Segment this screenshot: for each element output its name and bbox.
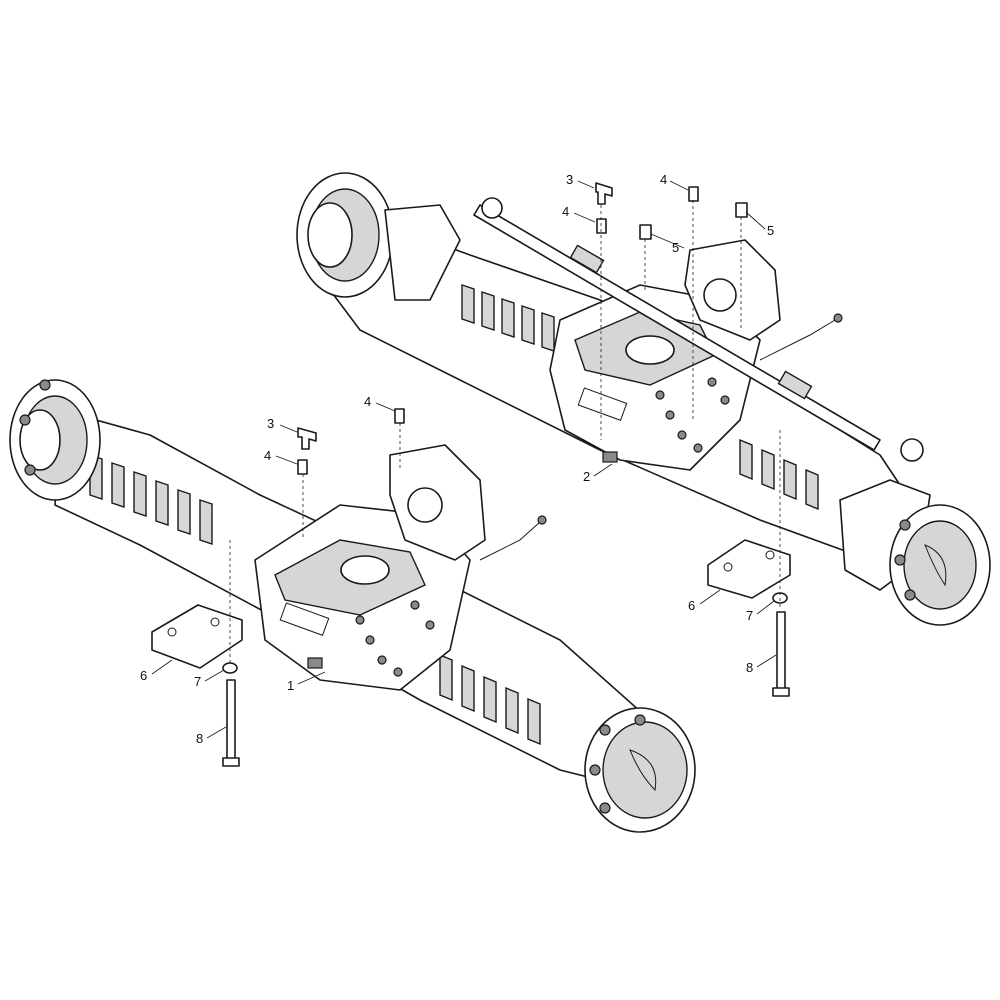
callout-7-front: 7 [746, 608, 753, 623]
bolt-front [776, 611, 786, 691]
front-tie-rod [473, 197, 924, 462]
callout-4-rear-a: 4 [264, 448, 271, 463]
callout-5-front-a: 5 [672, 240, 679, 255]
callout-5-front-b: 5 [767, 223, 774, 238]
tee-fitting-front [595, 182, 613, 205]
front-sensor-plug [833, 313, 843, 323]
callout-numbers: 1 2 3 4 4 5 5 6 7 8 3 4 4 6 7 8 [140, 172, 774, 746]
breather-nipple-front-b [688, 186, 699, 202]
mounting-pad-rear [151, 604, 243, 669]
callout-6-front: 6 [688, 598, 695, 613]
callout-3-front: 3 [566, 172, 573, 187]
front-axle-left-hub [296, 172, 461, 301]
callout-8-front: 8 [746, 660, 753, 675]
front-axle-right-hub [839, 479, 991, 626]
plug-front-b [735, 202, 748, 218]
rear-sensor-plug [537, 515, 547, 525]
front-axle-bolts [655, 377, 730, 453]
mounting-pad-front [707, 539, 791, 599]
front-sensor-cable [759, 319, 836, 361]
plug-front-a [639, 224, 652, 240]
callout-4-rear-b: 4 [364, 394, 371, 409]
callout-4-front-b: 4 [660, 172, 667, 187]
front-mount-boss [602, 451, 618, 463]
front-axle-assembly [296, 172, 991, 626]
callout-4-front-a: 4 [562, 204, 569, 219]
front-axle-ribs-left [461, 284, 555, 352]
rear-axle-right-hub [584, 707, 696, 833]
washer-rear [222, 662, 238, 674]
rear-sensor-cable [479, 521, 541, 561]
rear-mount-boss [307, 657, 323, 669]
bolt-rear [226, 679, 236, 761]
rear-axle-left-hub [9, 379, 101, 501]
callout-2: 2 [583, 469, 590, 484]
callout-8-rear: 8 [196, 731, 203, 746]
breather-nipple-front-a [596, 218, 607, 234]
front-axle-ribs-right [739, 438, 819, 511]
breather-nipple-rear-a [297, 459, 308, 475]
callout-6-rear: 6 [140, 668, 147, 683]
rear-fittings [151, 408, 405, 767]
rear-axle-ribs-right [439, 653, 541, 746]
callout-leaders [151, 180, 777, 739]
callout-3-rear: 3 [267, 416, 274, 431]
tee-fitting-rear [297, 427, 317, 450]
rear-axle-bolts [355, 600, 435, 677]
front-fittings [595, 182, 791, 697]
breather-nipple-rear-b [394, 408, 405, 424]
callout-1: 1 [287, 678, 294, 693]
callout-7-rear: 7 [194, 674, 201, 689]
rear-axle-assembly [9, 379, 696, 833]
